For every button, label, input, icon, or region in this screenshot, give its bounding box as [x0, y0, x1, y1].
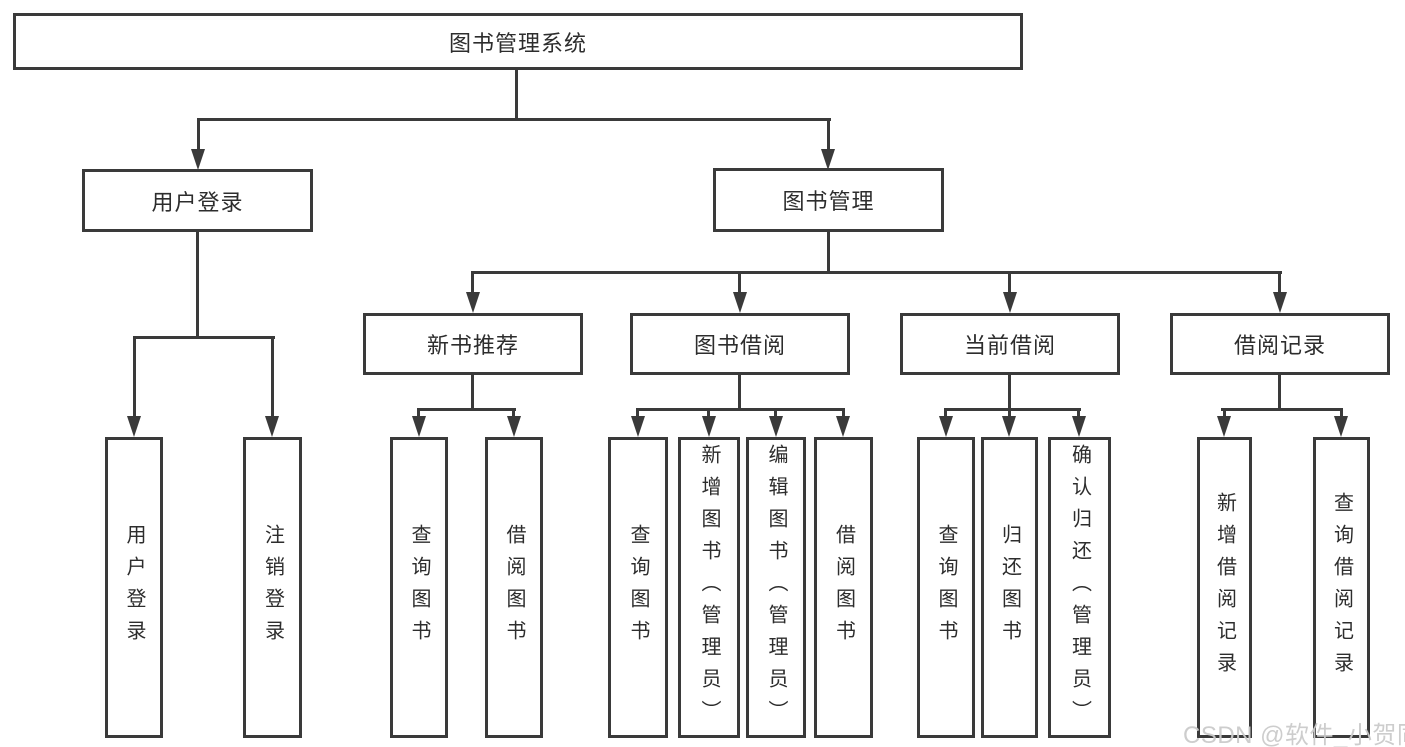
arrow-down-icon	[1273, 292, 1287, 313]
node-book-borrow-label: 图书借阅	[693, 333, 786, 358]
connector-drop-current	[1008, 271, 1011, 295]
leaf-records-query-label: 查询借阅记录	[1330, 491, 1353, 684]
arrow-down-icon	[507, 416, 521, 437]
leaf-records-query: 查询借阅记录	[1313, 437, 1370, 738]
connector-drop-newbook	[471, 271, 474, 295]
leaf-current-confirm-admin: 确认归还（管理员）	[1048, 437, 1111, 738]
leaf-newbook-query-label: 查询图书	[408, 523, 430, 652]
leaf-current-return-label: 归还图书	[998, 523, 1021, 652]
leaf-user-login: 用户登录	[105, 437, 163, 738]
connector-drop-login-leaf	[133, 336, 136, 418]
leaf-newbook-borrow: 借阅图书	[485, 437, 543, 738]
leaf-newbook-borrow-label: 借阅图书	[503, 523, 525, 652]
arrow-down-icon	[631, 416, 645, 437]
connector-root-stem	[515, 70, 518, 118]
connector-drop-leaf	[944, 408, 947, 418]
connector-book-mgmt-crossbar	[471, 271, 1282, 274]
leaf-records-add-label: 新增借阅记录	[1213, 491, 1236, 684]
connector-drop-leaf	[1077, 408, 1080, 418]
arrow-down-icon	[821, 149, 835, 170]
connector-user-login-crossbar	[133, 336, 275, 339]
connector-drop-borrow	[738, 271, 741, 295]
node-borrow-records: 借阅记录	[1170, 313, 1390, 375]
leaf-borrow-borrow: 借阅图书	[814, 437, 873, 738]
leaf-current-query: 查询图书	[917, 437, 975, 738]
arrow-down-icon	[412, 416, 426, 437]
arrow-down-icon	[466, 292, 480, 313]
node-book-borrow: 图书借阅	[630, 313, 850, 375]
connector-newbook-crossbar	[417, 408, 516, 411]
connector-drop-leaf	[774, 408, 777, 418]
connector-borrow-stem	[738, 375, 741, 408]
connector-records-crossbar	[1221, 408, 1342, 411]
node-root-label: 图书管理系统	[448, 30, 587, 56]
connector-root-crossbar	[197, 118, 831, 121]
node-root: 图书管理系统	[13, 13, 1023, 70]
connector-current-stem	[1008, 375, 1011, 408]
node-current-borrow-label: 当前借阅	[963, 333, 1056, 358]
arrow-down-icon	[1217, 416, 1231, 437]
connector-drop-leaf	[1340, 408, 1343, 418]
leaf-current-return: 归还图书	[981, 437, 1038, 738]
leaf-current-confirm-admin-label: 确认归还（管理员）	[1068, 443, 1091, 732]
connector-root-drop-user-login	[197, 118, 200, 154]
leaf-logout: 注销登录	[243, 437, 302, 738]
connector-drop-leaf	[707, 408, 710, 418]
leaf-borrow-add-admin-label: 新增图书（管理员）	[698, 443, 720, 732]
node-book-mgmt-label: 图书管理	[782, 189, 875, 214]
arrow-down-icon	[769, 416, 783, 437]
connector-drop-leaf	[512, 408, 515, 418]
arrow-down-icon	[733, 292, 747, 313]
leaf-borrow-query: 查询图书	[608, 437, 668, 738]
node-book-mgmt: 图书管理	[713, 168, 944, 232]
connector-drop-leaf	[1223, 408, 1226, 418]
node-new-book-rec: 新书推荐	[363, 313, 583, 375]
node-new-book-rec-label: 新书推荐	[426, 333, 519, 358]
leaf-borrow-query-label: 查询图书	[627, 523, 649, 652]
arrow-down-icon	[702, 416, 716, 437]
node-borrow-records-label: 借阅记录	[1233, 333, 1326, 358]
arrow-down-icon	[939, 416, 953, 437]
arrow-down-icon	[265, 416, 279, 437]
connector-drop-leaf	[842, 408, 845, 418]
arrow-down-icon	[1334, 416, 1348, 437]
connector-root-drop-book-mgmt	[827, 118, 830, 154]
arrow-down-icon	[127, 416, 141, 437]
arrow-down-icon	[191, 149, 205, 170]
leaf-logout-label: 注销登录	[261, 523, 284, 652]
leaf-borrow-borrow-label: 借阅图书	[832, 523, 855, 652]
node-user-login-label: 用户登录	[151, 189, 244, 215]
leaf-records-add: 新增借阅记录	[1197, 437, 1252, 738]
node-user-login: 用户登录	[82, 169, 313, 232]
connector-drop-leaf	[417, 408, 420, 418]
node-current-borrow: 当前借阅	[900, 313, 1120, 375]
leaf-borrow-add-admin: 新增图书（管理员）	[678, 437, 740, 738]
connector-newbook-stem	[471, 375, 474, 408]
arrow-down-icon	[1072, 416, 1086, 437]
arrow-down-icon	[836, 416, 850, 437]
arrow-down-icon	[1002, 416, 1016, 437]
leaf-borrow-edit-admin: 编辑图书（管理员）	[746, 437, 806, 738]
connector-drop-leaf	[636, 408, 639, 418]
leaf-current-query-label: 查询图书	[935, 523, 957, 652]
connector-user-login-stem	[196, 232, 199, 336]
connector-current-crossbar	[944, 408, 1081, 411]
leaf-user-login-label: 用户登录	[123, 523, 145, 652]
arrow-down-icon	[1003, 292, 1017, 313]
csdn-watermark: CSDN @软件_小贺同学	[1183, 722, 1405, 747]
connector-book-mgmt-stem	[827, 232, 830, 271]
leaf-newbook-query: 查询图书	[390, 437, 448, 738]
leaf-borrow-edit-admin-label: 编辑图书（管理员）	[765, 443, 787, 732]
connector-records-stem	[1278, 375, 1281, 408]
connector-drop-leaf	[1008, 408, 1011, 418]
connector-drop-records	[1278, 271, 1281, 295]
connector-drop-logout-leaf	[271, 336, 274, 418]
connector-borrow-crossbar	[636, 408, 845, 411]
